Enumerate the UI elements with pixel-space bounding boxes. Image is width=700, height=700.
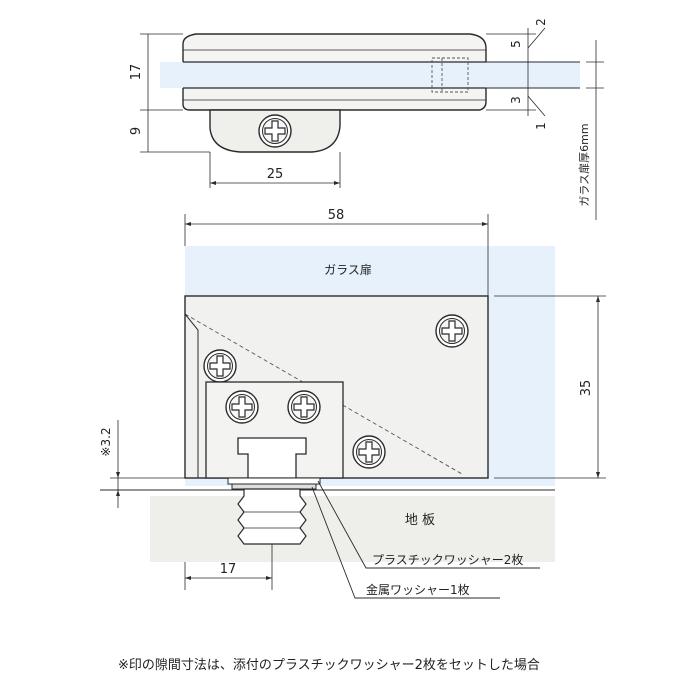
floor-label: 地 板 [405, 513, 435, 528]
dim-front-width: 58 [328, 208, 345, 223]
screw-icon [435, 314, 469, 348]
callout-lower: 1 [534, 122, 548, 130]
dim-cap-height: 9 [129, 127, 144, 135]
hinge-body-top [182, 33, 487, 62]
plastic-washer [227, 477, 321, 485]
dim-lower-gap: 3 [509, 96, 523, 104]
screw-icon [203, 349, 237, 383]
glass-thickness-label: ガラス扉厚6mm [578, 123, 591, 206]
callout-upper: 2 [534, 18, 548, 26]
glass-panel-section [160, 62, 580, 88]
floor-plate [150, 496, 555, 562]
dim-front-height: 35 [579, 380, 594, 397]
footnote: ※印の隙間寸法は、添付のプラスチックワッシャー2枚をセットした場合 [118, 658, 540, 673]
hinge-body-bottom [182, 88, 487, 111]
callout-plastic-washer: プラスチックワッシャー2枚 [372, 552, 523, 567]
cap-screw-icon [258, 114, 292, 148]
callout-metal-washer: 金属ワッシャー1枚 [366, 582, 470, 597]
metal-washer [231, 483, 317, 490]
top-view: 17 9 25 5 3 2 1 ガラス扉厚6mm [129, 18, 604, 220]
screw-icon [225, 390, 259, 424]
screw-icon [352, 435, 386, 469]
dim-cap-width: 25 [267, 167, 284, 182]
dim-top-height: 17 [129, 64, 144, 81]
dim-pin-offset: 17 [220, 562, 237, 577]
dim-upper-gap: 5 [509, 40, 523, 48]
glass-door-label: ガラス扉 [324, 263, 372, 277]
screw-icon [287, 390, 321, 424]
floor-pin [237, 488, 307, 545]
front-view: ガラス扉 地 板 58 [99, 208, 606, 599]
dim-gap: ※3.2 [99, 427, 113, 456]
